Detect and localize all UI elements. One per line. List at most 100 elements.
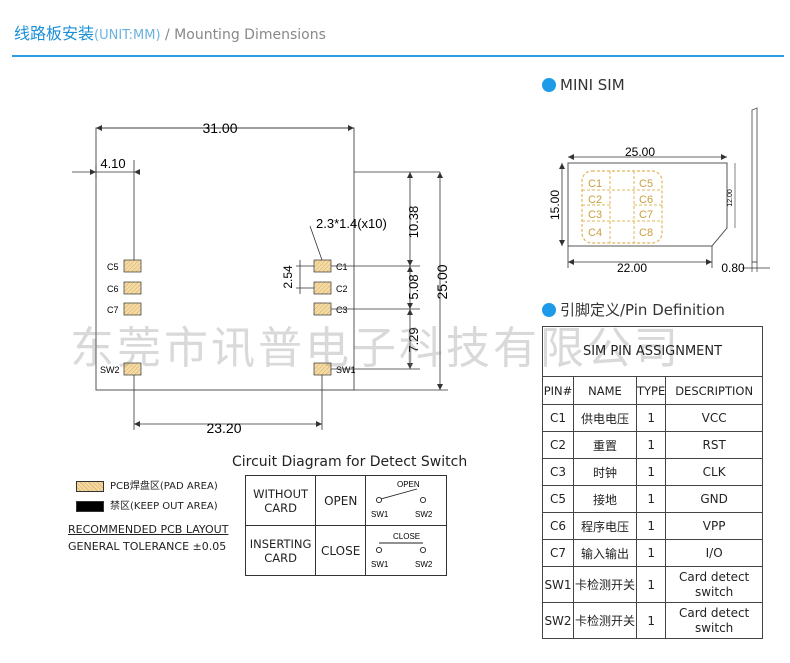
header-subtitle: / Mounting Dimensions <box>160 27 326 43</box>
pad-area-swatch <box>76 480 104 492</box>
contact-c2: C2 <box>588 194 602 206</box>
circuit-switch-open: OPEN SW1 SW2 <box>365 475 447 526</box>
pad-label-c6: C6 <box>107 284 119 294</box>
keep-out-swatch <box>76 500 104 512</box>
col-name: NAME <box>573 376 637 405</box>
dim-height: 25.00 <box>434 264 450 299</box>
switch-close-label: CLOSE <box>393 532 420 541</box>
contact-c5: C5 <box>639 178 653 190</box>
desc-cell: Card detect switch <box>665 602 763 639</box>
pin-def-title: 引脚定义/Pin Definition <box>542 299 725 320</box>
sim-thickness: 0.80 <box>721 261 745 275</box>
mini-sim-title-text: MINI SIM <box>560 76 625 94</box>
dim-width: 31.00 <box>202 120 237 136</box>
pad-label-c2: C2 <box>336 284 348 294</box>
type-cell: 1 <box>635 512 667 540</box>
desc-cell: Card detect switch <box>665 566 763 603</box>
pad-c5 <box>123 259 142 273</box>
desc-cell: I/O <box>665 539 763 567</box>
switch-close-sw2: SW2 <box>415 560 433 569</box>
contact-c1: C1 <box>588 178 602 190</box>
pad-sw2 <box>123 362 142 376</box>
type-cell: 1 <box>635 404 667 432</box>
circuit-result-close: CLOSE <box>315 525 367 576</box>
circuit-state-without: WITHOUT CARD <box>244 475 317 526</box>
contact-c3: C3 <box>588 209 602 221</box>
mini-sim-drawing: 25.00 15.00 22.00 12.00 C1 C5 C2 C6 C3 C… <box>548 107 770 275</box>
pin-cell: C5 <box>542 485 574 513</box>
switch-open-label: OPEN <box>397 480 420 489</box>
type-cell: 1 <box>635 458 667 486</box>
bullet-icon <box>542 303 556 317</box>
pad-label-c5: C5 <box>107 262 119 272</box>
dim-lower: 7.29 <box>406 327 421 352</box>
pin-cell: SW2 <box>542 602 574 639</box>
circuit-switch-close: CLOSE SW1 SW2 <box>365 525 447 576</box>
desc-cell: VPP <box>665 512 763 540</box>
pad-c2 <box>313 281 332 295</box>
header-divider <box>12 55 784 57</box>
pin-cell: SW1 <box>542 566 574 603</box>
pad-label-c7: C7 <box>107 305 119 315</box>
dim-pitch: 2.54 <box>281 265 295 289</box>
sim-body-dim: 22.00 <box>617 261 647 275</box>
name-cell: 重置 <box>573 431 637 459</box>
col-type: TYPE <box>635 376 667 405</box>
type-cell: 1 <box>635 602 667 639</box>
switch-open-sw1: SW1 <box>371 510 389 519</box>
dim-bottom: 23.20 <box>206 420 241 436</box>
tolerance-label: GENERAL TOLERANCE ±0.05 <box>68 540 227 553</box>
col-pin: PIN# <box>542 376 574 405</box>
pad-c7 <box>123 302 142 316</box>
header-unit: (UNIT:MM) <box>94 28 161 43</box>
desc-cell: CLK <box>665 458 763 486</box>
legend-keep-out-label: 禁区(KEEP OUT AREA) <box>110 501 218 512</box>
mini-sim-title: MINI SIM <box>542 76 625 94</box>
pad-label-sw1: SW1 <box>336 365 356 375</box>
pin-def-title-text: 引脚定义/Pin Definition <box>560 301 725 319</box>
pad-c1 <box>313 259 332 273</box>
circuit-title: Circuit Diagram for Detect Switch <box>232 454 468 470</box>
desc-cell: RST <box>665 431 763 459</box>
type-cell: 1 <box>635 539 667 567</box>
dim-pad-size: 2.3*1.4(x10) <box>316 216 387 231</box>
pin-table: SIM PIN ASSIGNMENT PIN# NAME TYPE DESCRI… <box>542 326 763 639</box>
name-cell: 程序电压 <box>573 512 637 540</box>
name-cell: 卡检测开关 <box>573 566 637 603</box>
dim-top: 10.38 <box>406 206 421 239</box>
circuit-state-inserting: INSERTING CARD <box>244 525 317 576</box>
dim-mid: 5.08 <box>406 274 421 299</box>
bullet-icon <box>542 78 556 92</box>
legend-pad-area-label: PCB焊盘区(PAD AREA) <box>110 481 218 492</box>
col-description: DESCRIPTION <box>665 376 763 405</box>
name-cell: 时钟 <box>573 458 637 486</box>
sim-width: 25.00 <box>625 145 655 159</box>
pad-label-c1: C1 <box>336 262 348 272</box>
pad-c6 <box>123 281 142 295</box>
name-cell: 卡检测开关 <box>573 602 637 639</box>
name-cell: 输入输出 <box>573 539 637 567</box>
dim-offset: 4.10 <box>100 156 125 171</box>
switch-close-sw1: SW1 <box>371 560 389 569</box>
contact-c6: C6 <box>639 194 653 206</box>
circuit-table: WITHOUT CARD OPEN OPEN SW1 SW2 INSERTING… <box>244 475 447 576</box>
contact-c4: C4 <box>588 227 602 239</box>
header-title: 线路板安装 <box>14 24 95 43</box>
type-cell: 1 <box>635 431 667 459</box>
desc-cell: VCC <box>665 404 763 432</box>
pin-cell: C1 <box>542 404 574 432</box>
name-cell: 供电电压 <box>573 404 637 432</box>
legend-keep-out: 禁区(KEEP OUT AREA) <box>76 497 218 512</box>
pin-cell: C3 <box>542 458 574 486</box>
pad-label-c3: C3 <box>336 305 348 315</box>
circuit-result-open: OPEN <box>315 475 367 526</box>
pin-cell: C6 <box>542 512 574 540</box>
type-cell: 1 <box>635 566 667 603</box>
